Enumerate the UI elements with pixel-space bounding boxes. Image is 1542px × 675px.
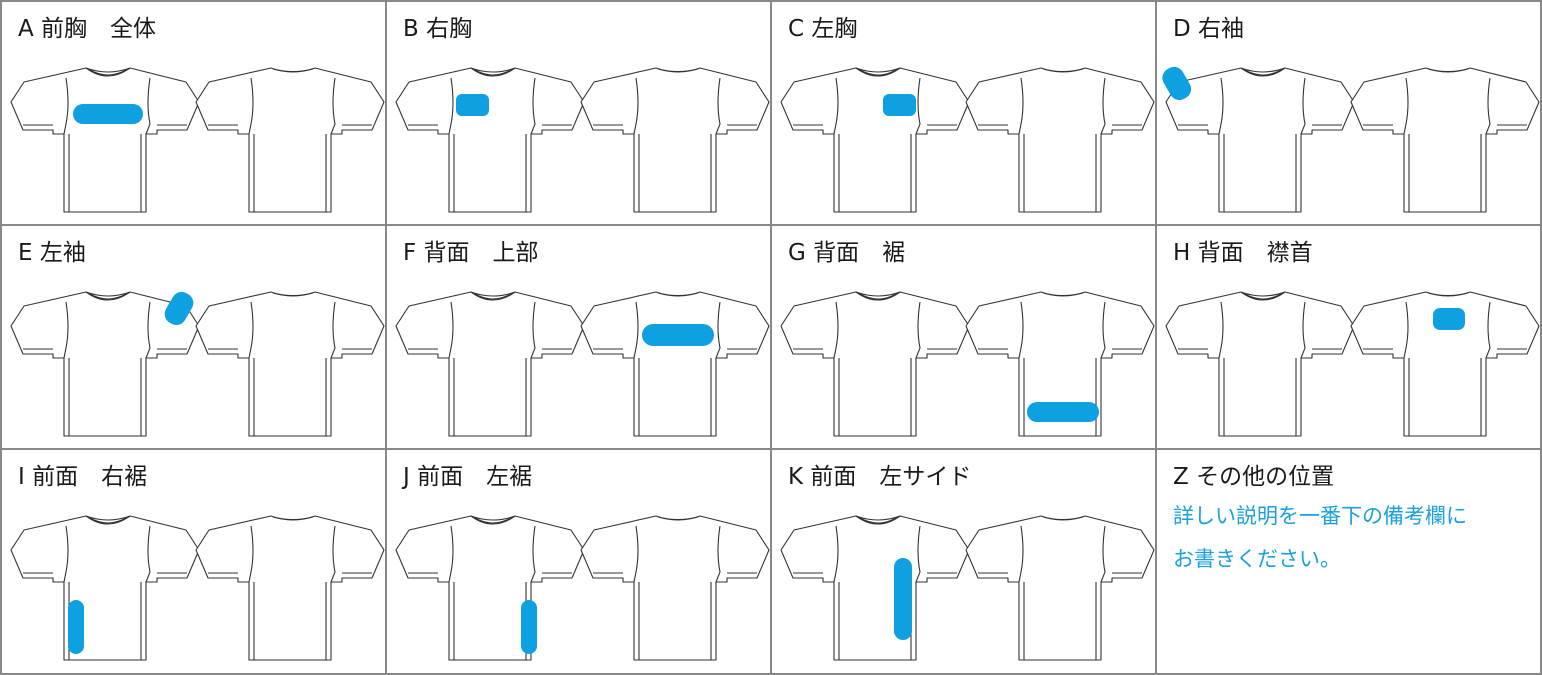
tshirt-diagram [780,67,1155,213]
tshirt-front-icon [1165,67,1355,213]
tshirt-back-icon [1350,291,1540,437]
tshirt-front-icon [10,67,200,213]
tshirt-back-icon [580,291,770,437]
tshirt-back-icon [195,515,385,661]
position-label: Z その他の位置 [1173,464,1335,490]
tshirt-back-icon [195,67,385,213]
print-area-marker [883,94,916,116]
position-cell[interactable]: B 右胸 [387,2,772,226]
tshirt-back-icon [965,291,1155,437]
tshirt-front-icon [395,67,585,213]
tshirt-front-icon [395,515,585,661]
position-label: D 右袖 [1173,16,1245,42]
note-text: 詳しい説明を一番下の備考欄に [1173,504,1467,528]
position-cell[interactable]: Z その他の位置詳しい説明を一番下の備考欄にお書きください。 [1157,450,1542,675]
tshirt-back-icon [965,515,1155,661]
position-label: H 背面 襟首 [1173,240,1313,266]
position-cell[interactable]: F 背面 上部 [387,226,772,450]
position-label: B 右胸 [403,16,473,42]
print-area-marker [68,600,84,654]
position-cell[interactable]: E 左袖 [2,226,387,450]
position-label: J 前面 左裾 [403,464,533,490]
position-cell[interactable]: J 前面 左裾 [387,450,772,675]
print-area-marker [1027,402,1099,422]
print-area-marker [1162,66,1192,101]
tshirt-back-icon [1350,67,1540,213]
position-cell[interactable]: D 右袖 [1157,2,1542,226]
tshirt-back-icon [580,67,770,213]
tshirt-diagram [1165,291,1540,437]
position-label: G 背面 裾 [788,240,906,266]
tshirt-front-icon [1165,291,1355,437]
print-area-marker [642,324,714,346]
print-area-marker [521,600,537,654]
position-label: A 前胸 全体 [18,16,157,42]
tshirt-front-icon [780,67,970,213]
tshirt-back-icon [195,291,385,437]
tshirt-back-icon [580,515,770,661]
position-label: C 左胸 [788,16,858,42]
tshirt-front-icon [780,515,970,661]
tshirt-diagram [10,515,385,661]
tshirt-front-icon [780,291,970,437]
tshirt-diagram [395,515,770,661]
tshirt-diagram [780,515,1155,661]
print-area-marker [456,94,489,116]
print-area-marker [164,291,194,326]
position-cell[interactable]: C 左胸 [772,2,1157,226]
position-cell[interactable]: K 前面 左サイド [772,450,1157,675]
tshirt-diagram [395,291,770,437]
print-area-marker [1433,308,1465,330]
position-label: F 背面 上部 [403,240,539,266]
position-label: K 前面 左サイド [788,464,972,490]
position-cell[interactable]: A 前胸 全体 [2,2,387,226]
print-area-marker [73,104,143,124]
position-cell[interactable]: H 背面 襟首 [1157,226,1542,450]
position-label: E 左袖 [18,240,86,266]
tshirt-front-icon [10,515,200,661]
tshirt-diagram [10,67,385,213]
position-cell[interactable]: I 前面 右裾 [2,450,387,675]
tshirt-diagram [395,67,770,213]
tshirt-front-icon [10,291,200,437]
tshirt-back-icon [965,67,1155,213]
tshirt-diagram [780,291,1155,437]
tshirt-diagram [1162,66,1540,213]
print-area-marker [894,558,912,640]
position-label: I 前面 右裾 [18,464,148,490]
tshirt-diagram [10,291,385,437]
tshirt-front-icon [395,291,585,437]
note-text: お書きください。 [1173,547,1341,571]
position-cell[interactable]: G 背面 裾 [772,226,1157,450]
